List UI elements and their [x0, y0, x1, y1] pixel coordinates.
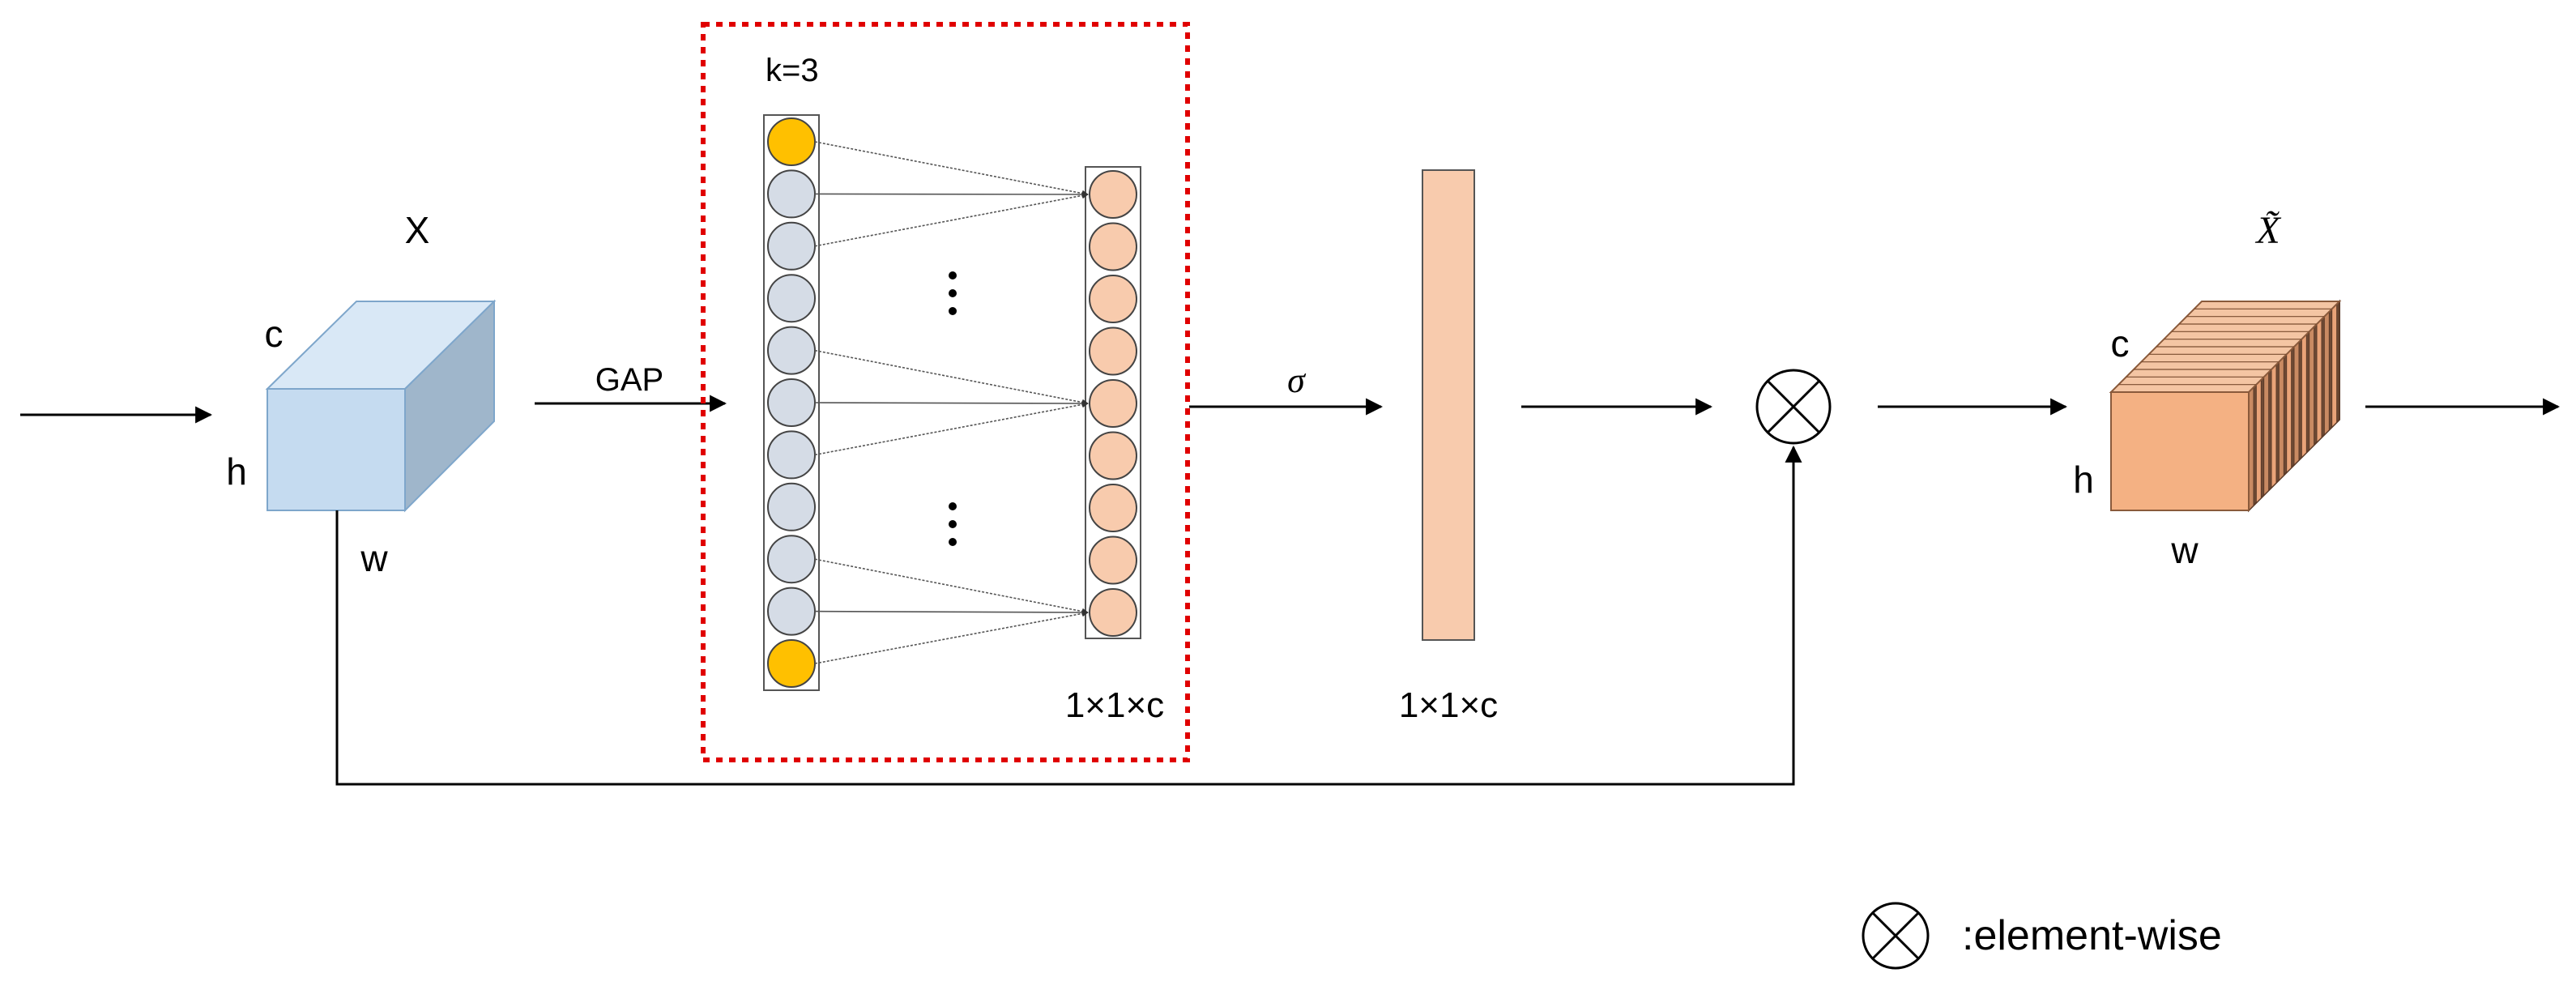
input-node: [767, 482, 816, 531]
kernel-size-label: k=3: [766, 53, 819, 88]
output-cube-slice: [2271, 363, 2277, 489]
output-cube-slice: [2263, 371, 2270, 497]
input-node: [767, 378, 816, 427]
output-cube: [2109, 299, 2342, 513]
input-node: [767, 535, 816, 584]
output-node: [1089, 222, 1137, 271]
output-dim-h: h: [2073, 459, 2094, 501]
kernel-connection-group: [814, 141, 1089, 664]
input-node: [767, 430, 816, 480]
output-node: [1089, 536, 1137, 585]
output-dim-w: w: [2170, 529, 2199, 571]
kernel-connection: [814, 192, 1089, 247]
padding-node: [767, 117, 816, 166]
kernel-connection: [814, 558, 1089, 615]
input-node-group: [767, 117, 816, 688]
output-cube-slices: [2248, 303, 2338, 512]
input-cube-front: [267, 388, 406, 511]
input-node: [767, 221, 816, 271]
kernel-connection: [814, 349, 1089, 406]
output-dim-c: c: [2111, 322, 2130, 365]
input-dim-h: h: [226, 450, 247, 493]
output-cube-slice: [2278, 356, 2284, 481]
attention-vector-bar: [1422, 169, 1475, 641]
skip-connection-line: [335, 445, 1802, 786]
input-node: [767, 274, 816, 323]
input-dim-w: w: [360, 537, 388, 579]
ellipsis-upper: [949, 271, 957, 315]
kernel-connection: [814, 610, 1089, 664]
output-node: [1089, 326, 1137, 376]
input-dim-c: c: [265, 313, 284, 355]
legend-text: :element-wise: [1962, 912, 2222, 959]
gap-label: GAP: [595, 362, 663, 398]
output-cube-slice: [2286, 348, 2292, 474]
input-node: [767, 326, 816, 375]
output-node-group: [1089, 170, 1137, 637]
output-cube-slice: [2255, 378, 2262, 504]
ellipsis-lower: [949, 502, 957, 546]
conv-output-size-label: 1×1×c: [1065, 685, 1164, 725]
output-node: [1089, 379, 1137, 428]
output-cube-slice: [2301, 333, 2307, 459]
kernel-connection: [814, 141, 1089, 197]
input-node: [767, 169, 816, 219]
input-cube: [265, 299, 497, 513]
output-cube-slice: [2293, 340, 2300, 467]
padding-node: [767, 639, 816, 688]
output-cube-front: [2110, 391, 2250, 511]
output-node: [1089, 275, 1137, 323]
output-node: [1089, 170, 1137, 219]
kernel-connection: [814, 401, 1089, 456]
output-node: [1089, 431, 1137, 480]
output-node: [1089, 588, 1137, 637]
output-node: [1089, 484, 1137, 532]
output-cube-slice: [2316, 318, 2322, 444]
attention-size-label: 1×1×c: [1399, 685, 1498, 725]
output-cube-top-stripes: [2118, 308, 2332, 386]
output-cube-slice: [2309, 326, 2315, 451]
output-cube-slice: [2323, 310, 2330, 436]
input-tensor-symbol: X: [405, 209, 430, 251]
multiply-operator: [1755, 369, 1832, 445]
legend-multiply-icon: [1862, 902, 1930, 970]
sigma-label: σ: [1287, 361, 1307, 400]
output-tensor-symbol: X̃: [2254, 209, 2281, 252]
output-cube-slice: [2331, 303, 2338, 429]
input-node: [767, 587, 816, 636]
